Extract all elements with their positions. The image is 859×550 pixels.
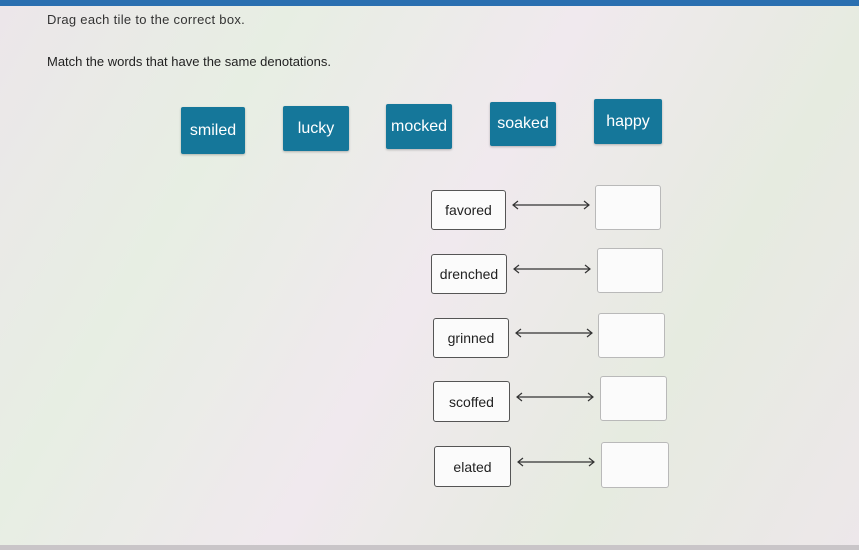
tile-lucky[interactable]: lucky <box>283 106 349 151</box>
tile-soaked[interactable]: soaked <box>490 102 556 146</box>
word-drenched: drenched <box>431 254 507 294</box>
drop-box-elated[interactable] <box>601 442 669 488</box>
word-favored: favored <box>431 190 506 230</box>
word-elated: elated <box>434 446 511 487</box>
drop-box-favored[interactable] <box>595 185 661 230</box>
drop-box-drenched[interactable] <box>597 248 663 293</box>
question-prompt: Match the words that have the same denot… <box>47 54 332 69</box>
word-scoffed: scoffed <box>433 381 510 422</box>
bottom-bar <box>0 545 859 550</box>
double-arrow-icon <box>511 262 593 276</box>
drop-box-grinned[interactable] <box>598 313 665 358</box>
double-arrow-icon <box>510 198 592 212</box>
tile-happy[interactable]: happy <box>594 99 662 144</box>
word-grinned: grinned <box>433 318 509 358</box>
drop-box-scoffed[interactable] <box>600 376 667 421</box>
instruction-text: Drag each tile to the correct box. <box>47 12 246 27</box>
double-arrow-icon <box>513 326 595 340</box>
double-arrow-icon <box>515 455 597 469</box>
tile-smiled[interactable]: smiled <box>181 107 245 154</box>
tile-mocked[interactable]: mocked <box>386 104 452 149</box>
top-accent-bar <box>0 0 859 6</box>
double-arrow-icon <box>514 390 596 404</box>
